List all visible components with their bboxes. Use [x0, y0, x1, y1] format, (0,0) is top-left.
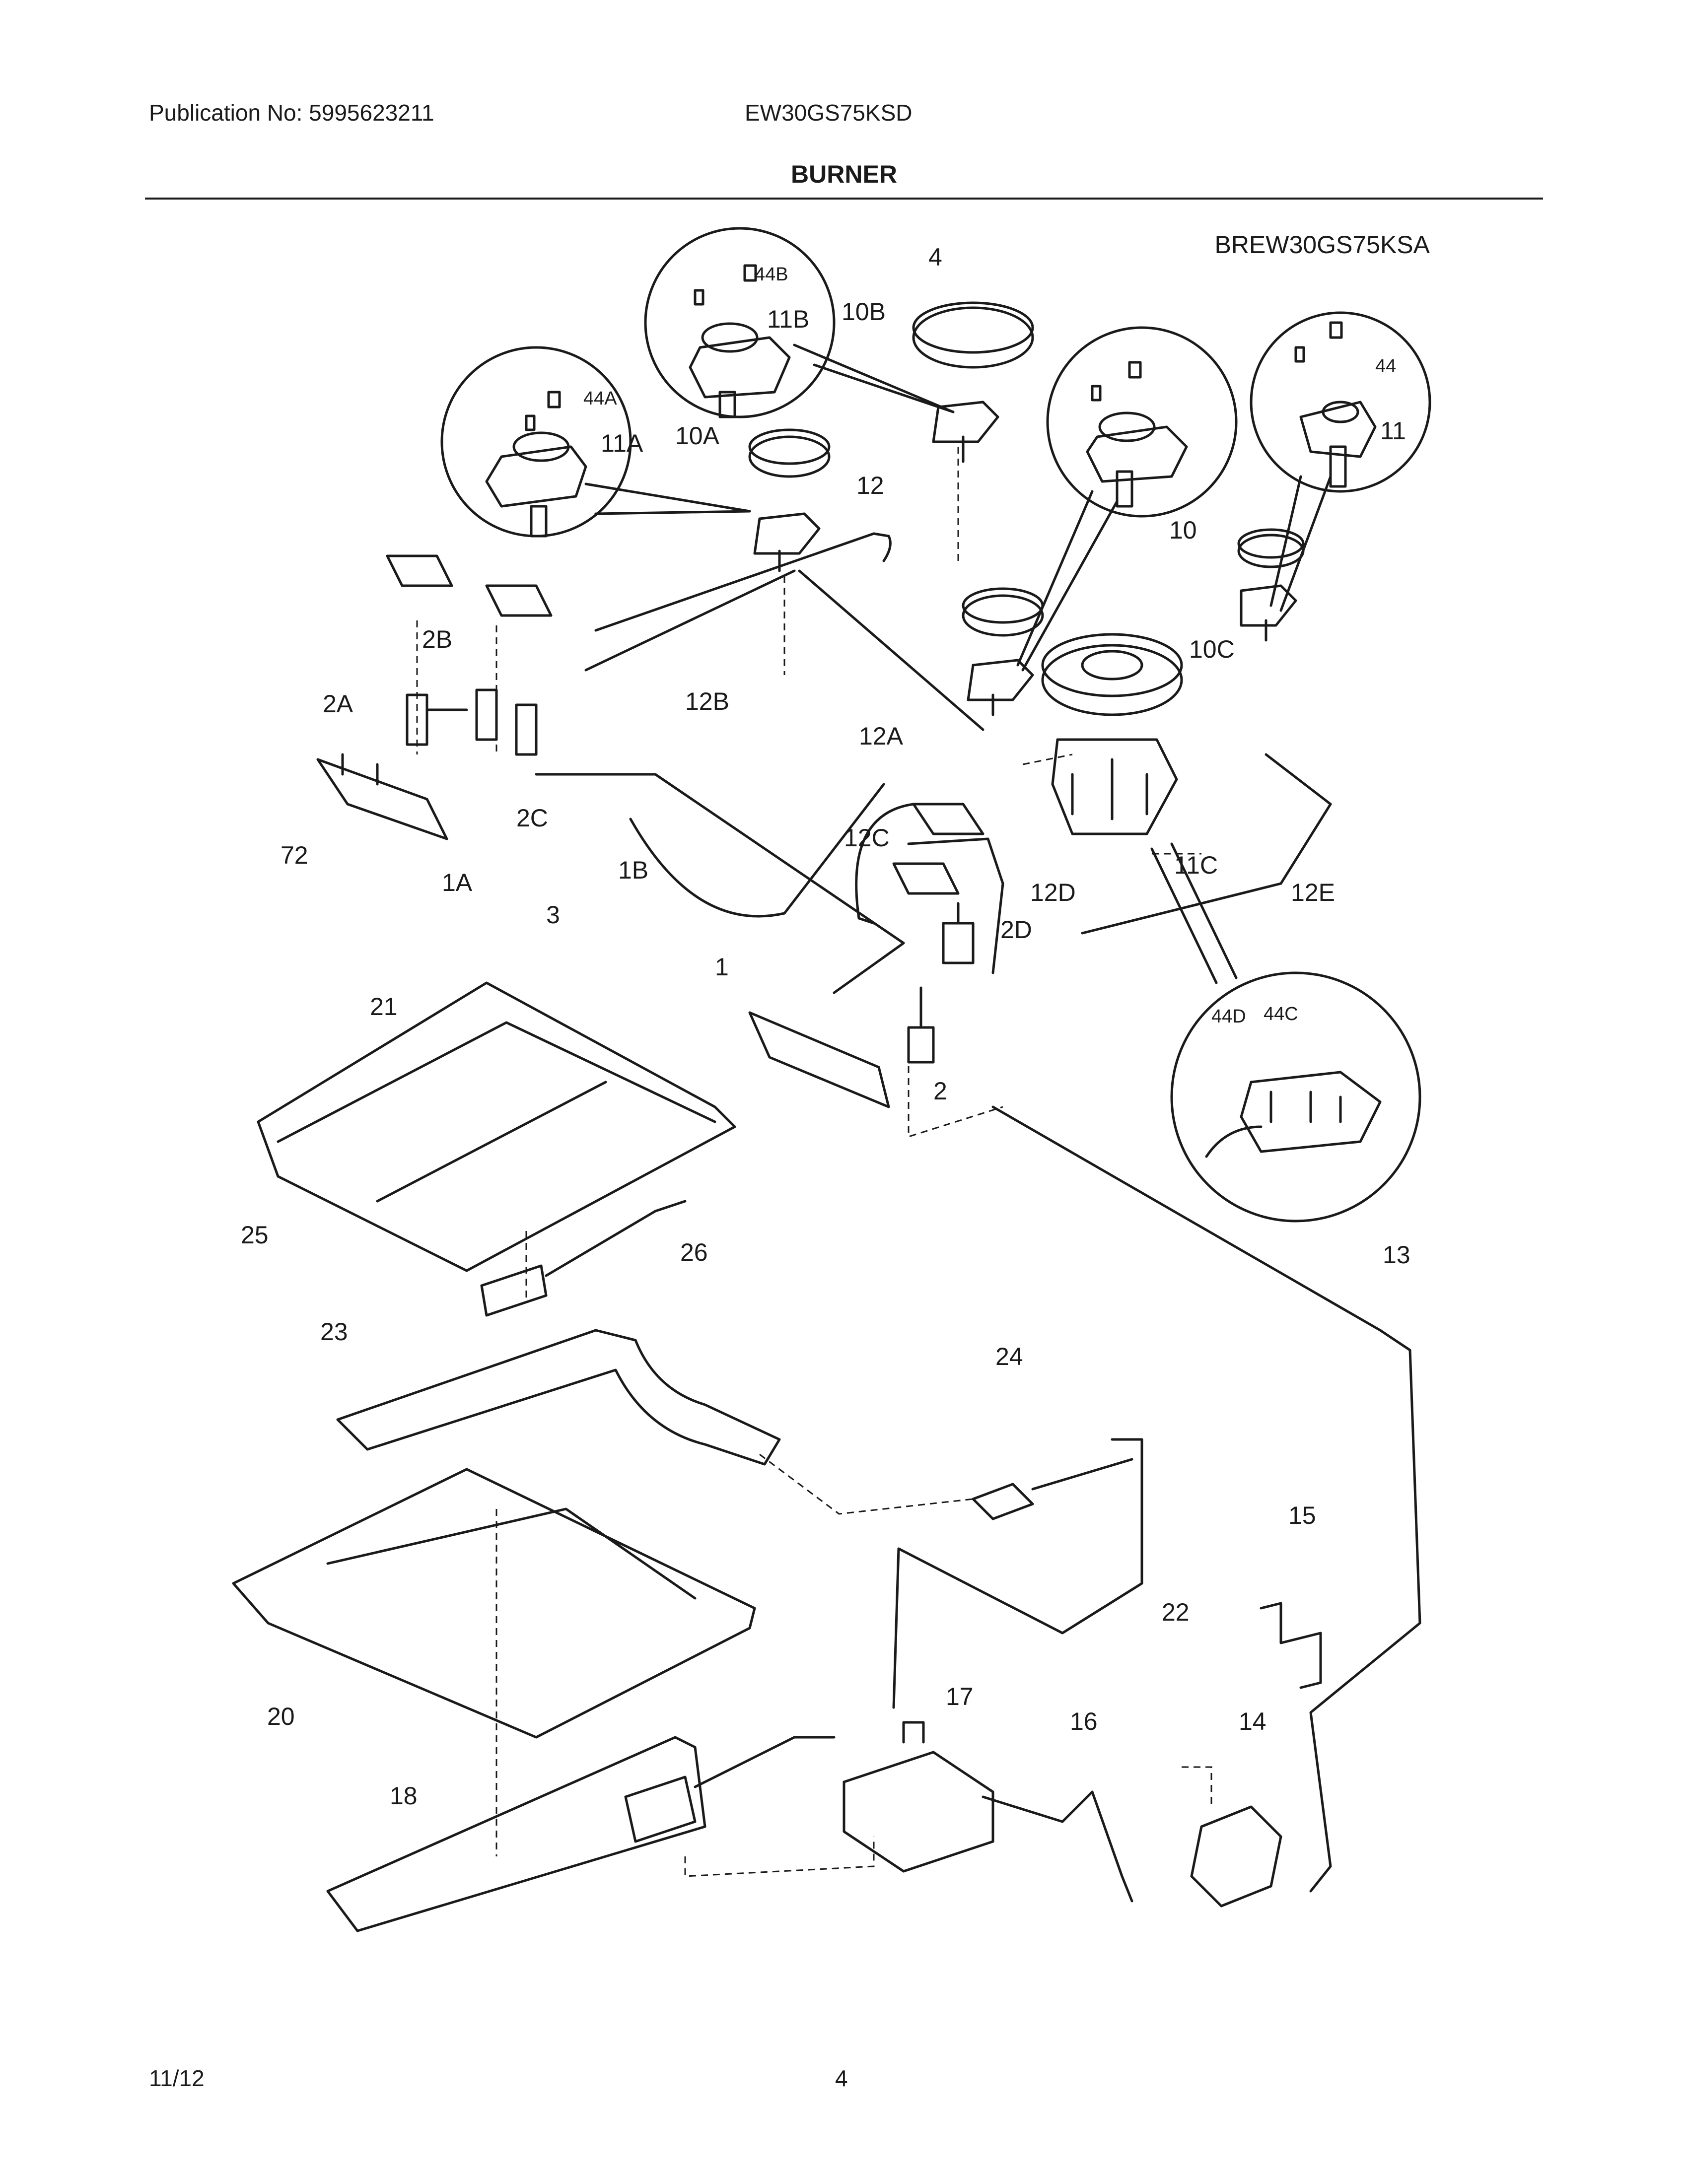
shield-25: [257, 981, 736, 1272]
callout-1B: 1B: [618, 856, 648, 884]
callout-2B: 2B: [422, 625, 452, 653]
callout-2A: 2A: [323, 690, 353, 718]
callout-11A: 11A: [601, 429, 643, 457]
callout-26: 26: [680, 1238, 708, 1266]
callout-3: 3: [546, 901, 560, 929]
detail-circle-11B-top: [644, 227, 836, 418]
regulator-17: [843, 1721, 994, 1873]
orifice-24: [972, 1458, 1133, 1520]
callout-44: 44: [1375, 356, 1396, 377]
burner-base-11C: [1051, 738, 1178, 835]
valve-2: [907, 986, 935, 1064]
igniter-26-lower: [624, 1736, 836, 1843]
burner-base-11A-left: [753, 512, 821, 572]
callout-13: 13: [1383, 1241, 1410, 1269]
callout-2D: 2D: [1000, 916, 1032, 944]
section-title: BURNER: [791, 160, 897, 188]
valve-2D: [942, 902, 975, 964]
valve-2A: [406, 693, 468, 746]
callout-24: 24: [995, 1343, 1023, 1370]
manifold-bracket-1A: [316, 753, 448, 840]
callout-10B: 10B: [842, 298, 886, 326]
tube-12B: [584, 569, 796, 672]
callout-4: 4: [928, 243, 942, 271]
callout-10A: 10A: [675, 422, 720, 450]
callout-21: 21: [370, 993, 398, 1021]
callout-22: 22: [1162, 1598, 1190, 1626]
callout-10C: 10C: [1189, 635, 1235, 663]
manifold-1B: [535, 773, 905, 994]
diagram-code: BREW30GS75KSA: [1214, 231, 1430, 259]
igniter-switch-blocks: [386, 554, 553, 617]
header-divider: [145, 198, 1543, 200]
callout-2C: 2C: [516, 804, 548, 832]
callout-25: 25: [241, 1221, 269, 1249]
burner-base-11A-right: [967, 659, 1034, 716]
detail-circle-11C: [1170, 971, 1421, 1223]
callout-12C: 12C: [844, 824, 890, 852]
callout-44C: 44C: [1264, 1004, 1298, 1024]
callout-17: 17: [946, 1683, 974, 1710]
callout-15: 15: [1288, 1502, 1316, 1529]
page-number: 4: [835, 2065, 848, 2091]
callout-44B: 44B: [755, 264, 788, 285]
tube-22: [892, 1438, 1143, 1709]
callout-44D: 44D: [1211, 1006, 1246, 1027]
callout-12B: 12B: [685, 687, 729, 715]
tube-12A: [798, 569, 985, 731]
valve-14: [1190, 1805, 1282, 1908]
callout-11C: 11C: [1174, 851, 1218, 879]
tube-16: [982, 1790, 1133, 1903]
callout-10: 10: [1169, 516, 1197, 544]
callout-1: 1: [715, 953, 729, 981]
igniter-switch-blocks-lower: [892, 803, 985, 895]
bracket-15: [1260, 1602, 1322, 1689]
callout-12A: 12A: [859, 722, 904, 750]
burner-head-10C: [1041, 644, 1183, 716]
callout-72: 72: [281, 841, 308, 869]
manifold-bracket-1: [748, 1011, 890, 1108]
footer-date: 11/12: [149, 2065, 205, 2091]
valve-2B: [475, 688, 498, 741]
callout-20: 20: [267, 1703, 295, 1730]
callout-18: 18: [390, 1782, 418, 1810]
publication-number: Publication No: 5995623211: [149, 100, 434, 126]
wire-3: [629, 783, 885, 918]
callout-44A: 44A: [583, 388, 617, 409]
burner-head-10A-right: [962, 594, 1044, 637]
tube-12E: [1081, 753, 1332, 935]
shield-20: [232, 1468, 756, 1739]
callout-11: 11: [1380, 417, 1406, 445]
callout-2: 2: [933, 1077, 947, 1105]
tube-12: [594, 532, 892, 632]
callout-12E: 12E: [1291, 879, 1335, 906]
callout-labels: 4 44B 11B 10B 44A 11A 10A 12 10 11 44 11…: [241, 243, 1410, 1810]
detail-circle-11: [1250, 311, 1431, 493]
callout-11B: 11B: [767, 305, 809, 333]
burner-tube-23: [336, 1329, 781, 1466]
tube-12D: [907, 837, 1004, 974]
callout-12D: 12D: [1030, 879, 1076, 906]
tube-13: [991, 1105, 1421, 1893]
burner-base-11B: [932, 401, 999, 463]
callout-23: 23: [320, 1318, 348, 1346]
tube-12C: [855, 803, 915, 925]
callout-12: 12: [856, 472, 884, 499]
valve-2C: [515, 703, 538, 756]
burner-head-10B: [912, 306, 1034, 369]
callout-1A: 1A: [442, 869, 473, 896]
burner-base-11: [1240, 584, 1297, 642]
detail-circle-11A-left: [440, 346, 632, 538]
model-number: EW30GS75KSD: [745, 100, 913, 126]
callout-14: 14: [1239, 1707, 1266, 1735]
callout-16: 16: [1070, 1707, 1098, 1735]
burner-head-10A-left: [748, 435, 831, 478]
burner-tube-18: [326, 1736, 706, 1932]
burner-head-10: [1237, 534, 1305, 568]
igniter-26-upper: [480, 1200, 687, 1317]
detail-circle-11A-right: [1046, 326, 1238, 518]
